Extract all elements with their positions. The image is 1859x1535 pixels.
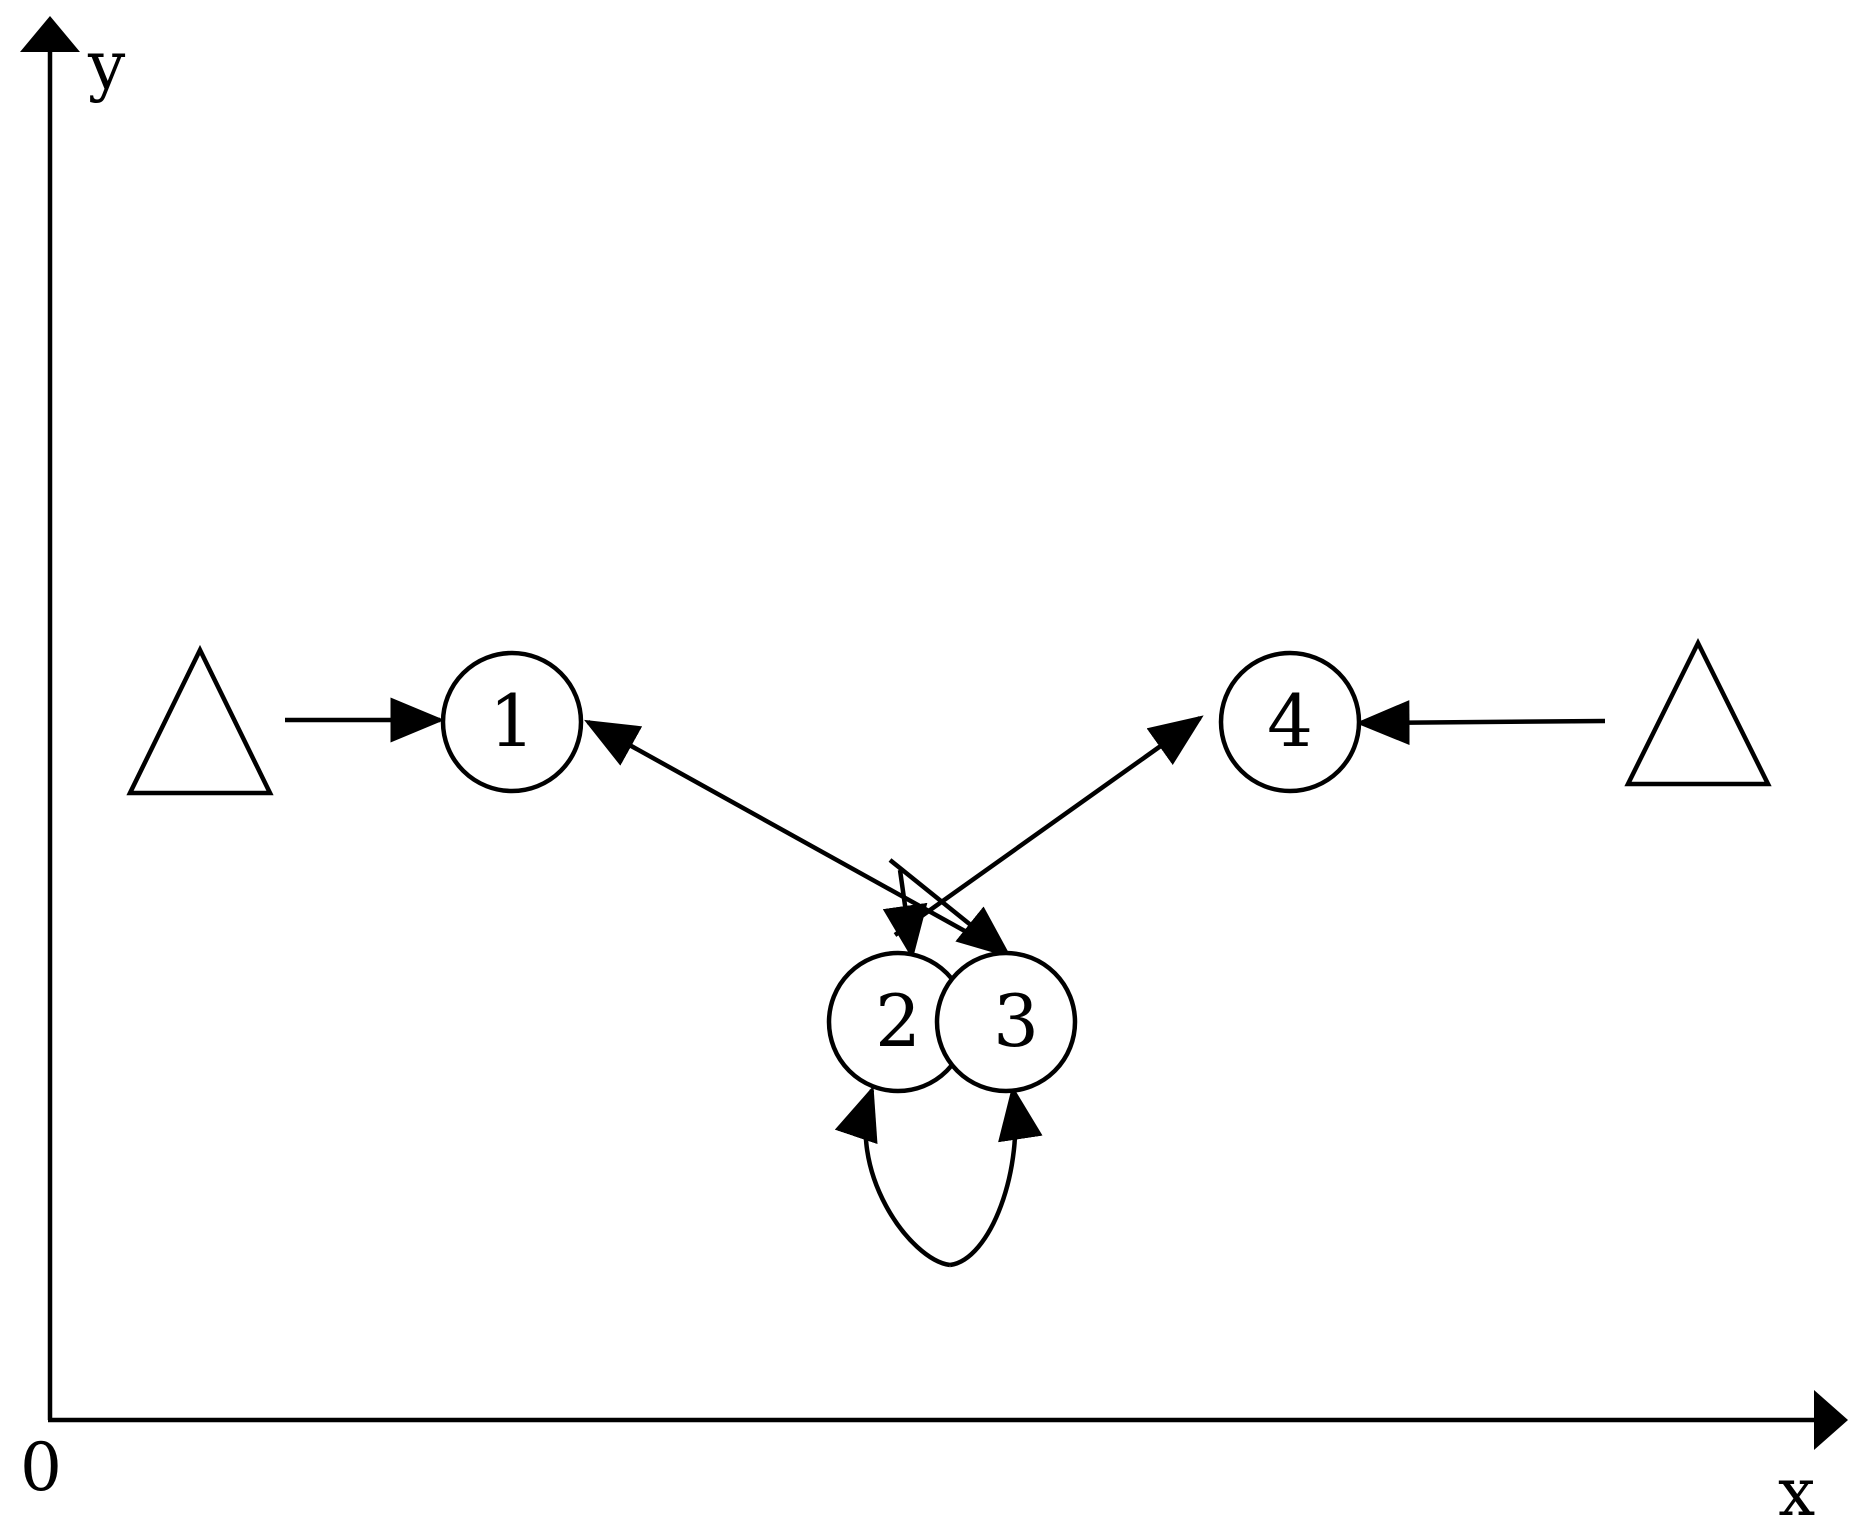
node-3-circle (934, 950, 1078, 1094)
right-triangle-icon (1624, 637, 1772, 787)
node-4: 4 (1218, 650, 1362, 794)
node-3-label: 3 (993, 979, 1039, 1063)
edge-4-to-2 (882, 869, 928, 960)
node-4-label: 4 (1267, 679, 1313, 763)
axes: y x 0 (20, 16, 1848, 1531)
origin-label: 0 (20, 1429, 62, 1506)
edges (285, 697, 1606, 1268)
edge-right-to-4 (1355, 700, 1606, 746)
edge-loop-2-to-3 (949, 1085, 1043, 1268)
y-axis-arrowhead-icon (20, 16, 80, 52)
left-triangle-icon (126, 644, 274, 796)
edge-2-to-4 (893, 715, 1204, 937)
y-axis-label: y (87, 27, 126, 104)
edge-1-to-3 (888, 858, 1012, 958)
x-axis-label: x (1778, 1454, 1815, 1531)
node-1-label: 1 (489, 679, 535, 763)
node-2: 2 (826, 950, 970, 1094)
node-1: 1 (440, 650, 584, 794)
node-1-circle (440, 650, 584, 794)
node-4-circle (1218, 650, 1362, 794)
node-2-label: 2 (875, 979, 921, 1063)
edge-loop-3-to-2 (834, 1085, 951, 1268)
x-axis-arrowhead-icon (1814, 1390, 1848, 1450)
node-3: 3 (934, 950, 1078, 1094)
